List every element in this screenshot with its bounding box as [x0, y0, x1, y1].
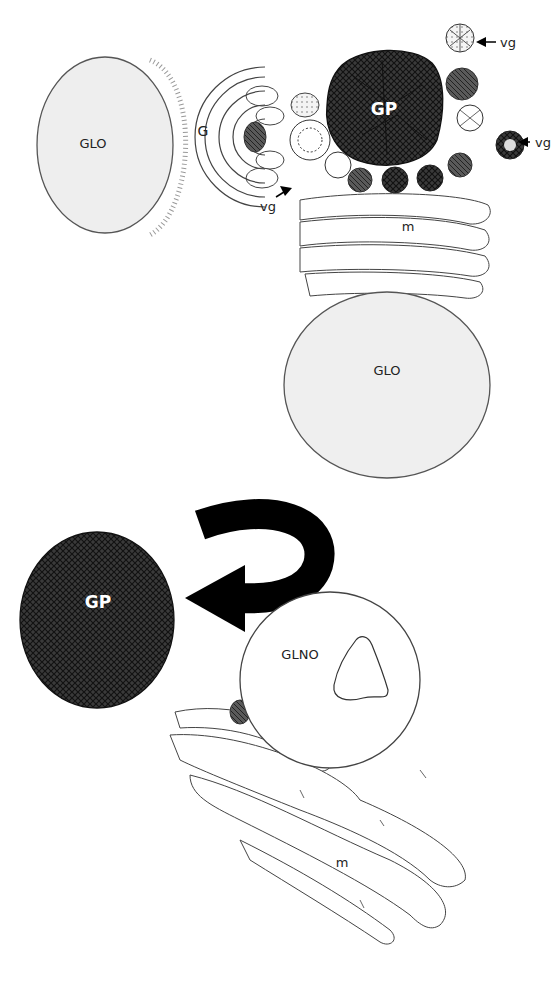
dark-mass: GP — [18, 530, 176, 710]
node-label: GLNO — [281, 647, 318, 662]
shape-outline — [18, 530, 176, 710]
part-label: m — [336, 855, 349, 870]
gland-organ: GLNO — [238, 590, 422, 770]
part-label: m — [402, 219, 415, 234]
node-label: G — [198, 123, 209, 139]
shape-outline — [165, 65, 275, 215]
shape-outline — [282, 290, 492, 480]
node-label: GLO — [79, 136, 106, 151]
gland-organ: GLO — [35, 55, 175, 235]
node-label: GP — [85, 592, 111, 612]
callout-label: vg — [500, 35, 516, 50]
spiral-duct: G — [165, 65, 275, 215]
callout-label: vg — [260, 199, 276, 214]
dark-mass: GP — [322, 45, 447, 170]
node-label: GP — [371, 99, 397, 119]
shape-outline — [238, 590, 422, 770]
node-label: GLO — [373, 363, 400, 378]
gland-organ: GLO — [282, 290, 492, 480]
callout-label: vg — [535, 135, 551, 150]
